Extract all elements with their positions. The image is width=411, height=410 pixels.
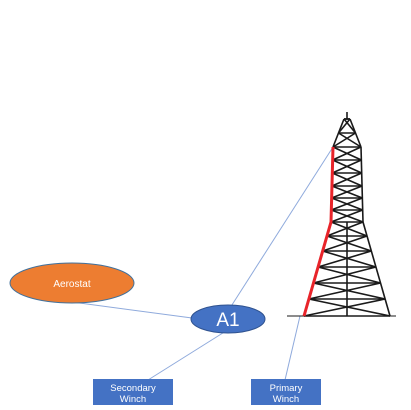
connector-lines (71, 146, 334, 381)
connector-aerostat-a1 (71, 301, 193, 319)
tower-brace (331, 159, 362, 174)
tower-brace (331, 197, 363, 211)
tower-brace (308, 298, 391, 317)
tower-brace (330, 221, 368, 237)
tower-brace (331, 172, 363, 187)
lattice-tower (303, 112, 391, 317)
secondary-winch-node[interactable]: Secondary Winch (93, 379, 173, 405)
primary-winch-node[interactable]: Primary Winch (251, 379, 321, 405)
tower-brace (326, 221, 364, 237)
tower-brace (332, 132, 356, 148)
primary-winch-label-line2: Winch (273, 394, 299, 405)
tower-brace (313, 282, 386, 300)
primary-winch-box (251, 379, 321, 405)
aerostat-shape (9, 262, 135, 304)
tower-brace (326, 235, 372, 252)
primary-winch-label-line1: Primary (270, 383, 303, 394)
tower-brace (330, 209, 363, 223)
tower-brace (338, 132, 362, 148)
tower-brace (337, 118, 351, 134)
connector-a1-secondary-winch (147, 330, 227, 381)
tower-brace (308, 282, 381, 300)
secondary-winch-label-line1: Secondary (110, 383, 156, 394)
tower-brace (313, 266, 377, 284)
secondary-winch-box (93, 379, 173, 405)
connector-tower-primary-winch (284, 315, 301, 381)
tower-brace (343, 118, 357, 134)
aerostat-node[interactable]: Aerostat (9, 262, 135, 304)
a1-node[interactable]: A1 (190, 304, 266, 334)
tower-brace (322, 250, 377, 268)
tower-brace (322, 235, 368, 252)
a1-shape (190, 304, 266, 334)
tower-right-leg (362, 221, 391, 317)
tower-brace (317, 250, 372, 268)
secondary-winch-label-line2: Winch (120, 394, 146, 405)
a1-label: A1 (216, 310, 239, 331)
tower-brace (303, 298, 386, 317)
aerostat-label: Aerostat (53, 279, 90, 290)
tower-brace (332, 146, 362, 161)
tether-cable (302, 146, 335, 317)
tower-brace (331, 185, 363, 199)
connector-a1-tower (229, 146, 334, 309)
tower-brace (317, 266, 381, 284)
